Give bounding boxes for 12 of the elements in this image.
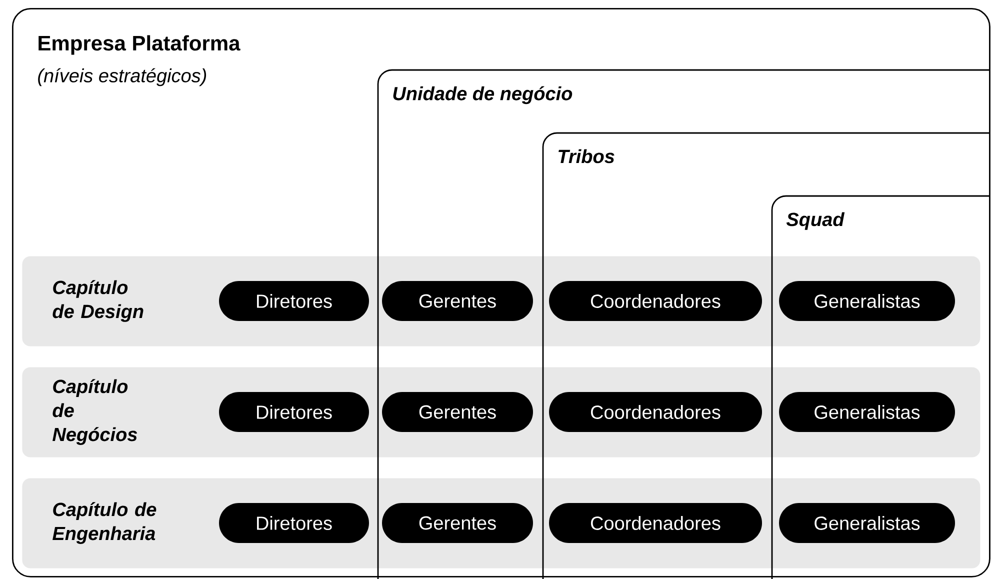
role-pill: Generalistas <box>779 392 955 432</box>
role-pill: Gerentes <box>382 503 533 543</box>
role-pill: Coordenadores <box>549 503 762 543</box>
role-pill: Gerentes <box>382 392 533 432</box>
role-pill: Gerentes <box>382 281 533 321</box>
role-pill: Coordenadores <box>549 392 762 432</box>
role-pill: Diretores <box>219 392 369 432</box>
role-pill: Diretores <box>219 281 369 321</box>
role-pill: Diretores <box>219 503 369 543</box>
role-pill: Generalistas <box>779 503 955 543</box>
role-pill: Coordenadores <box>549 281 762 321</box>
role-pill: Generalistas <box>779 281 955 321</box>
